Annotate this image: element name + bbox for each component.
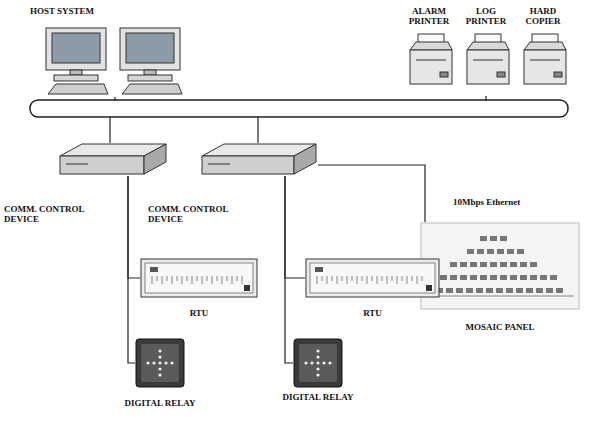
mosaic-panel: MOSAIC PANEL	[420, 222, 580, 310]
bus-drop	[109, 117, 110, 143]
rtu-icon	[140, 258, 258, 298]
comm-icon	[200, 142, 318, 176]
comm-control-device: COMM. CONTROL DEVICE	[58, 142, 168, 176]
connector-line	[128, 176, 135, 363]
connector-line	[285, 176, 305, 278]
digital-relay: DIGITAL RELAY	[293, 338, 343, 388]
rtu-unit: RTU	[140, 258, 258, 298]
relay-icon	[293, 338, 343, 388]
bus-drop	[114, 97, 115, 101]
comm-control-device: COMM. CONTROL DEVICE	[200, 142, 318, 176]
mosaic-icon	[420, 222, 580, 310]
connector-line	[285, 176, 293, 363]
digital-relay: DIGITAL RELAY	[135, 338, 185, 388]
device-label: COMM. CONTROL DEVICE	[148, 204, 238, 224]
device-label: RTU	[140, 308, 258, 318]
printer-group: ALARM PRINTERLOG PRINTERHARD COPIER	[400, 4, 572, 96]
bus-drop	[485, 96, 486, 101]
host-icon	[40, 25, 190, 97]
device-label: HOST SYSTEM	[30, 6, 94, 16]
device-label: COMM. CONTROL DEVICE	[4, 204, 88, 224]
bus-drop	[257, 117, 258, 143]
host-system: HOST SYSTEM	[40, 25, 190, 97]
device-label: RTU	[305, 308, 440, 318]
device-label: DIGITAL RELAY	[95, 398, 225, 408]
connector-line	[128, 176, 140, 278]
device-label: DIGITAL RELAY	[253, 392, 383, 402]
device-label: LOG PRINTER	[459, 6, 513, 26]
device-label: ALARM PRINTER	[402, 6, 456, 26]
rtu-unit: RTU	[305, 258, 440, 298]
relay-icon	[135, 338, 185, 388]
bus-bar	[30, 100, 568, 117]
device-label: HARD COPIER	[516, 6, 570, 26]
connector-line	[318, 165, 425, 222]
comm-icon	[58, 142, 168, 176]
device-label: MOSAIC PANEL	[420, 322, 580, 332]
network-label: 10Mbps Ethernet	[452, 197, 521, 207]
rtu-icon	[305, 258, 440, 298]
